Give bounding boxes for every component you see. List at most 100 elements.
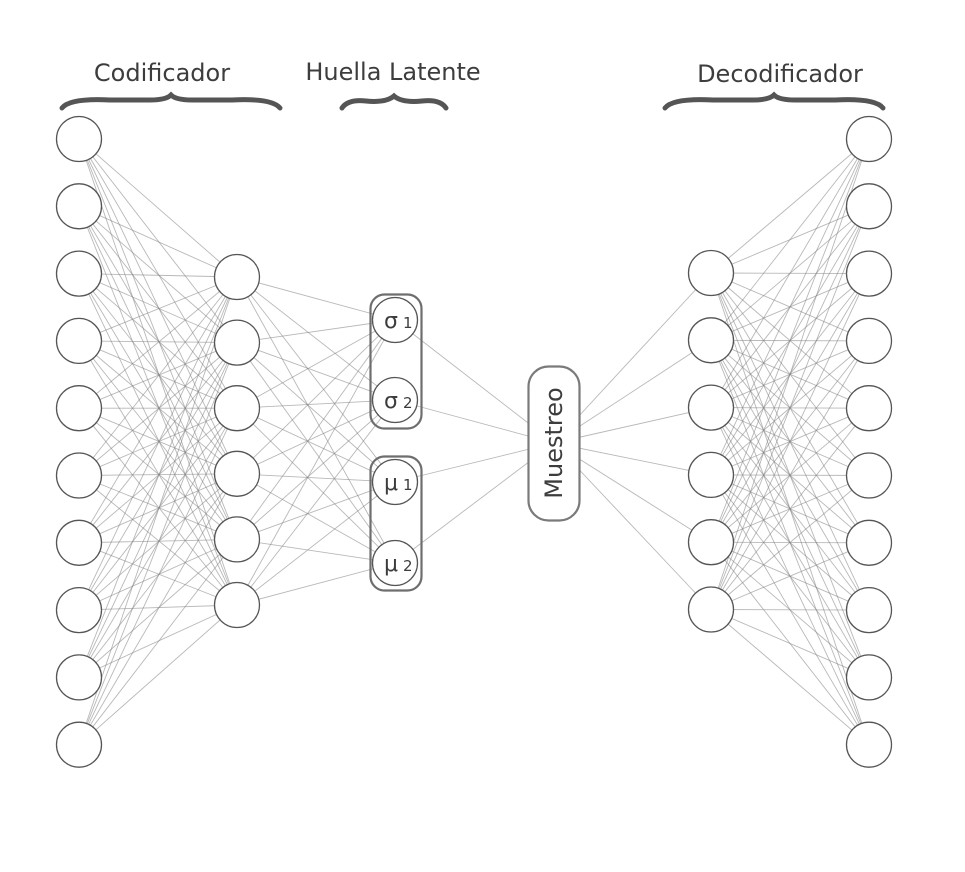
connection-line — [236, 342, 396, 564]
decoder-output-node — [845, 183, 893, 230]
connection-line — [236, 342, 396, 401]
decoder-hidden-node — [687, 519, 735, 566]
connection-line — [710, 138, 870, 341]
connection-line — [710, 138, 870, 274]
connection-line — [236, 319, 396, 606]
connection-line — [78, 342, 238, 745]
latent-node-label: σ — [384, 389, 398, 414]
connection-line — [236, 276, 396, 564]
connection-line — [78, 273, 238, 278]
connection-line — [78, 138, 238, 474]
connection-line — [78, 604, 238, 746]
latent-node-subscript: 2 — [403, 394, 413, 412]
latent-title: Huella Latente — [305, 58, 480, 86]
encoder-input-node — [55, 519, 103, 566]
connection-line — [78, 538, 238, 611]
connection-line — [78, 539, 238, 745]
encoder-hidden-node — [213, 319, 261, 366]
decoder-output-node — [845, 586, 893, 634]
encoder-hidden-node — [213, 450, 261, 497]
connection-line — [236, 407, 396, 564]
connection-line — [78, 273, 238, 475]
connection-line — [710, 138, 870, 408]
connection-line — [236, 276, 396, 321]
decoder-output-node — [845, 317, 893, 365]
connection-line — [710, 407, 870, 610]
decoder-output-node — [845, 385, 893, 432]
connection-line — [78, 273, 238, 606]
connection-line — [236, 399, 396, 540]
connection-line — [78, 340, 238, 344]
decoder-hidden-node — [687, 586, 735, 633]
connection-line — [710, 206, 870, 610]
connection-line — [78, 473, 238, 745]
encoder-input-node — [55, 250, 103, 297]
encoder-input-node — [55, 115, 103, 163]
connection-line — [710, 138, 870, 543]
connection-line — [236, 276, 396, 483]
connection-line — [78, 538, 238, 544]
connection-line — [78, 473, 238, 476]
connection-line — [78, 276, 238, 476]
connection-line — [236, 481, 396, 540]
connection-line — [710, 609, 870, 678]
decoder-output-node — [845, 654, 893, 701]
connection-line — [78, 205, 238, 343]
connection-line — [78, 340, 238, 409]
decoder-output-node — [845, 250, 893, 297]
connection-line — [78, 340, 238, 540]
connection-line — [78, 408, 238, 745]
connection-line — [78, 340, 238, 475]
connection-line — [78, 206, 238, 475]
connection-line — [78, 206, 238, 540]
latent-node — [371, 458, 419, 506]
connection-line — [78, 407, 238, 606]
decoder-hidden-node — [687, 317, 735, 364]
connection-line — [236, 342, 396, 483]
connection-line — [78, 273, 238, 540]
decoder-output-node — [845, 452, 893, 499]
encoder-input-node — [55, 721, 103, 768]
connection-line — [78, 604, 238, 611]
connection-line — [78, 205, 238, 278]
latent-node-subscript: 1 — [403, 476, 413, 494]
connections — [78, 138, 870, 746]
connection-line — [236, 473, 396, 564]
connection-line — [236, 407, 396, 483]
mu-group-box — [369, 455, 423, 592]
connection-line — [78, 276, 238, 745]
encoder-title: Codificador — [94, 59, 230, 87]
connection-line — [710, 542, 870, 610]
connection-line — [236, 481, 396, 606]
connection-line — [236, 399, 396, 409]
encoder-input-node — [55, 654, 103, 701]
latent-node-label: σ — [384, 309, 398, 334]
connection-line — [78, 138, 238, 278]
connection-line — [78, 604, 238, 678]
encoder-input-node — [55, 385, 103, 432]
connection-line — [78, 276, 238, 409]
connection-line — [236, 319, 396, 475]
connection-line — [236, 399, 396, 606]
connection-line — [236, 319, 396, 409]
connection-line — [78, 138, 238, 409]
connection-line — [78, 206, 238, 409]
encoder-input-node — [55, 586, 103, 634]
connection-line — [78, 475, 238, 540]
encoder-hidden-node — [213, 516, 261, 563]
connection-line — [78, 276, 238, 611]
connection-line — [236, 319, 396, 344]
encoder-hidden-node — [213, 385, 261, 432]
encoder-input-node — [55, 183, 103, 230]
decoder-hidden-node — [687, 384, 735, 431]
encoder-hidden-node — [213, 581, 261, 629]
connection-line — [78, 475, 238, 606]
connection-line — [236, 319, 396, 540]
decoder-hidden-node — [687, 451, 735, 499]
latent-node-subscript: 2 — [403, 557, 413, 575]
connection-line — [236, 538, 396, 564]
connection-line — [78, 473, 238, 544]
latent-node-label: μ — [384, 552, 398, 577]
